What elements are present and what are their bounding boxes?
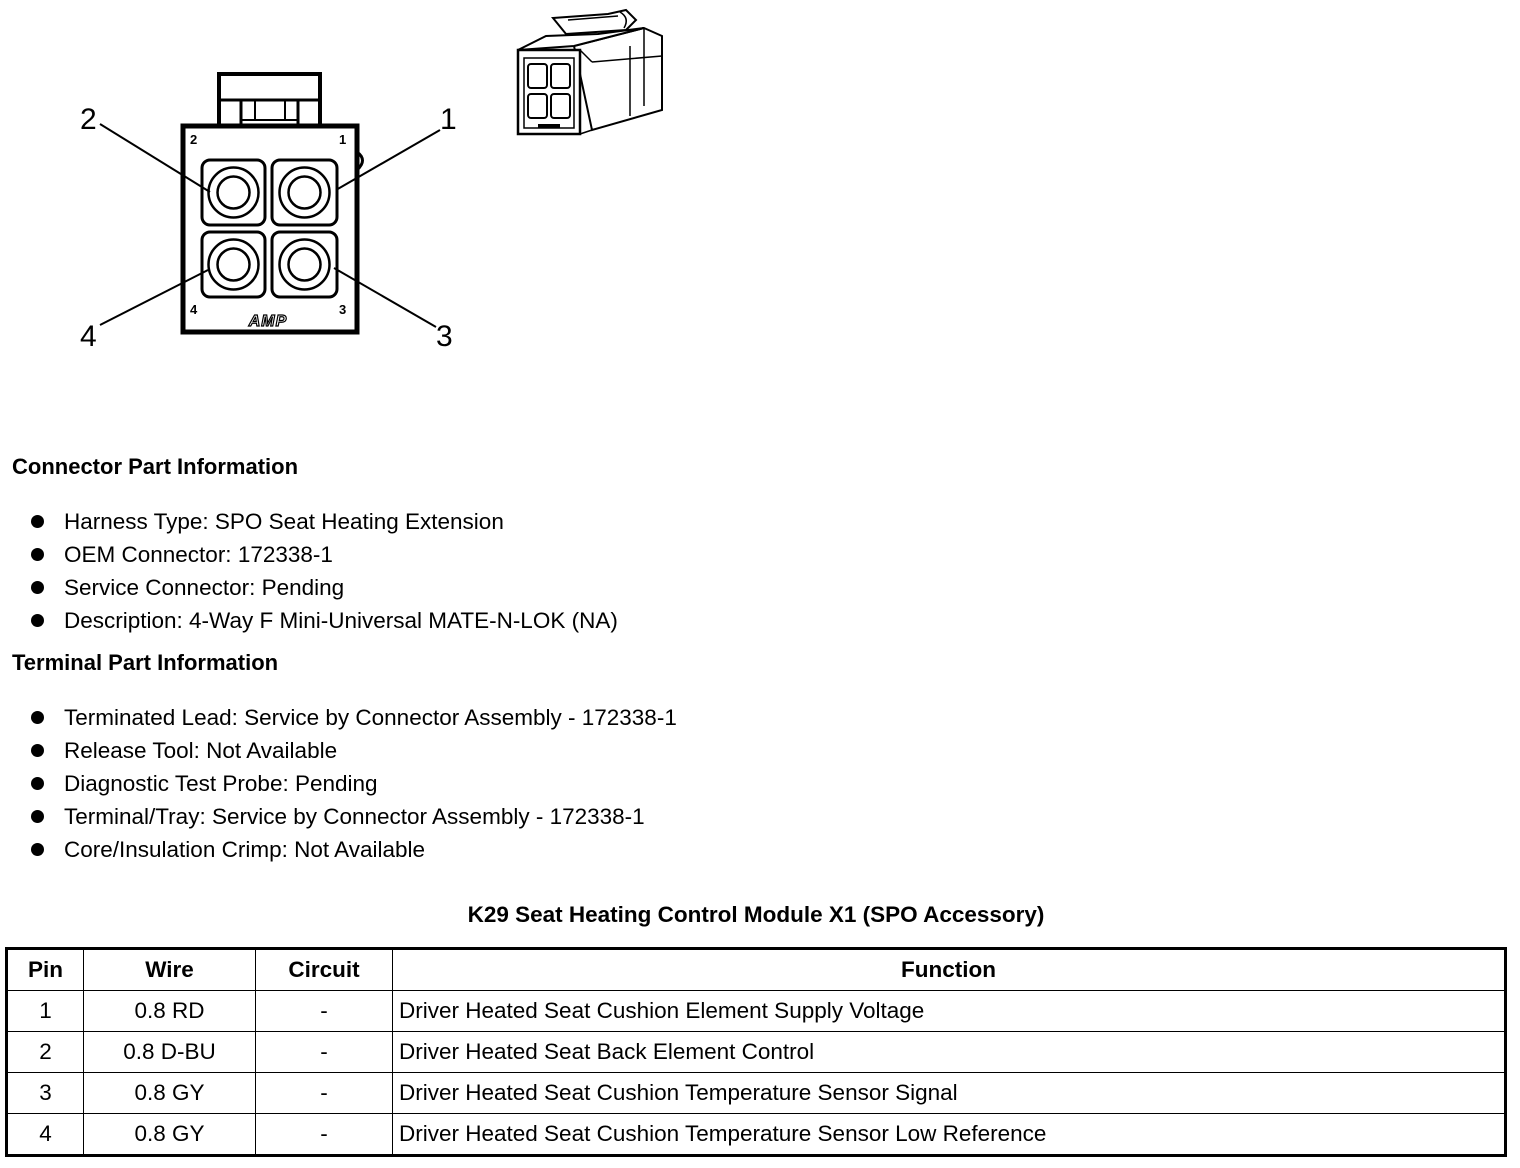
bullet-icon [31,711,44,724]
function-cell: Driver Heated Seat Back Element Control [392,1031,1506,1073]
pin-cell: 3 [6,1072,84,1114]
bullet-icon [31,548,44,561]
list-item: Terminated Lead: Service by Connector As… [28,701,677,734]
bullet-icon [31,581,44,594]
column-header-circuit: Circuit [255,948,393,991]
connector-face-diagram: 2 1 4 3 AMP 2 1 4 3 [80,72,457,353]
table-row: 4 0.8 GY - Driver Heated Seat Cushion Te… [6,1113,1506,1156]
table-header-row: Pin Wire Circuit Function [6,948,1506,991]
list-item: Terminal/Tray: Service by Connector Asse… [28,800,677,833]
circuit-cell: - [255,990,393,1032]
callout-4: 4 [80,320,97,353]
list-item: Harness Type: SPO Seat Heating Extension [28,505,618,538]
callout-2: 2 [80,103,97,136]
cavity-4 [200,230,267,299]
list-item: Service Connector: Pending [28,571,618,604]
pin-cell: 1 [6,990,84,1032]
amp-logo: AMP [248,313,288,330]
function-cell: Driver Heated Seat Cushion Temperature S… [392,1072,1506,1114]
table-row: 1 0.8 RD - Driver Heated Seat Cushion El… [6,990,1506,1032]
table-title: K29 Seat Heating Control Module X1 (SPO … [467,902,1045,927]
list-item: Core/Insulation Crimp: Not Available [28,833,677,866]
cavity-number-3: 3 [339,302,346,317]
cavity-number-2: 2 [190,132,197,147]
connector-part-info-list: Harness Type: SPO Seat Heating Extension… [28,505,618,637]
list-item: Diagnostic Test Probe: Pending [28,767,677,800]
wire-cell: 0.8 GY [83,1072,256,1114]
connector-part-info-heading: Connector Part Information [12,454,299,479]
bullet-icon [31,744,44,757]
terminal-part-info-list: Terminated Lead: Service by Connector As… [28,701,677,866]
column-header-wire: Wire [83,948,256,991]
wire-cell: 0.8 RD [83,990,256,1032]
bullet-icon [31,614,44,627]
cavity-3 [270,230,339,299]
callout-1: 1 [440,103,457,136]
cavity-number-1: 1 [339,132,346,147]
bullet-icon [31,777,44,790]
cavity-2 [200,158,267,227]
table-row: 3 0.8 GY - Driver Heated Seat Cushion Te… [6,1072,1506,1114]
table-row: 2 0.8 D-BU - Driver Heated Seat Back Ele… [6,1031,1506,1073]
circuit-cell: - [255,1113,393,1156]
function-cell: Driver Heated Seat Cushion Element Suppl… [392,990,1506,1032]
list-item: Description: 4-Way F Mini-Universal MATE… [28,604,618,637]
circuit-cell: - [255,1031,393,1073]
connector-3d-illustration [516,8,663,136]
pin-cell: 2 [6,1031,84,1073]
wire-cell: 0.8 D-BU [83,1031,256,1073]
terminal-part-info-heading: Terminal Part Information [12,650,279,675]
cavity-1 [270,158,339,227]
pinout-table: Pin Wire Circuit Function 1 0.8 RD - Dri… [5,947,1507,1157]
list-item: Release Tool: Not Available [28,734,677,767]
bullet-icon [31,843,44,856]
column-header-pin: Pin [6,948,84,991]
cavity-number-4: 4 [190,302,198,317]
column-header-function: Function [392,948,1506,991]
circuit-cell: - [255,1072,393,1114]
function-cell: Driver Heated Seat Cushion Temperature S… [392,1113,1506,1156]
bullet-icon [31,515,44,528]
callout-3: 3 [436,320,453,353]
pin-cell: 4 [6,1113,84,1156]
bullet-icon [31,810,44,823]
wire-cell: 0.8 GY [83,1113,256,1156]
list-item: OEM Connector: 172338-1 [28,538,618,571]
